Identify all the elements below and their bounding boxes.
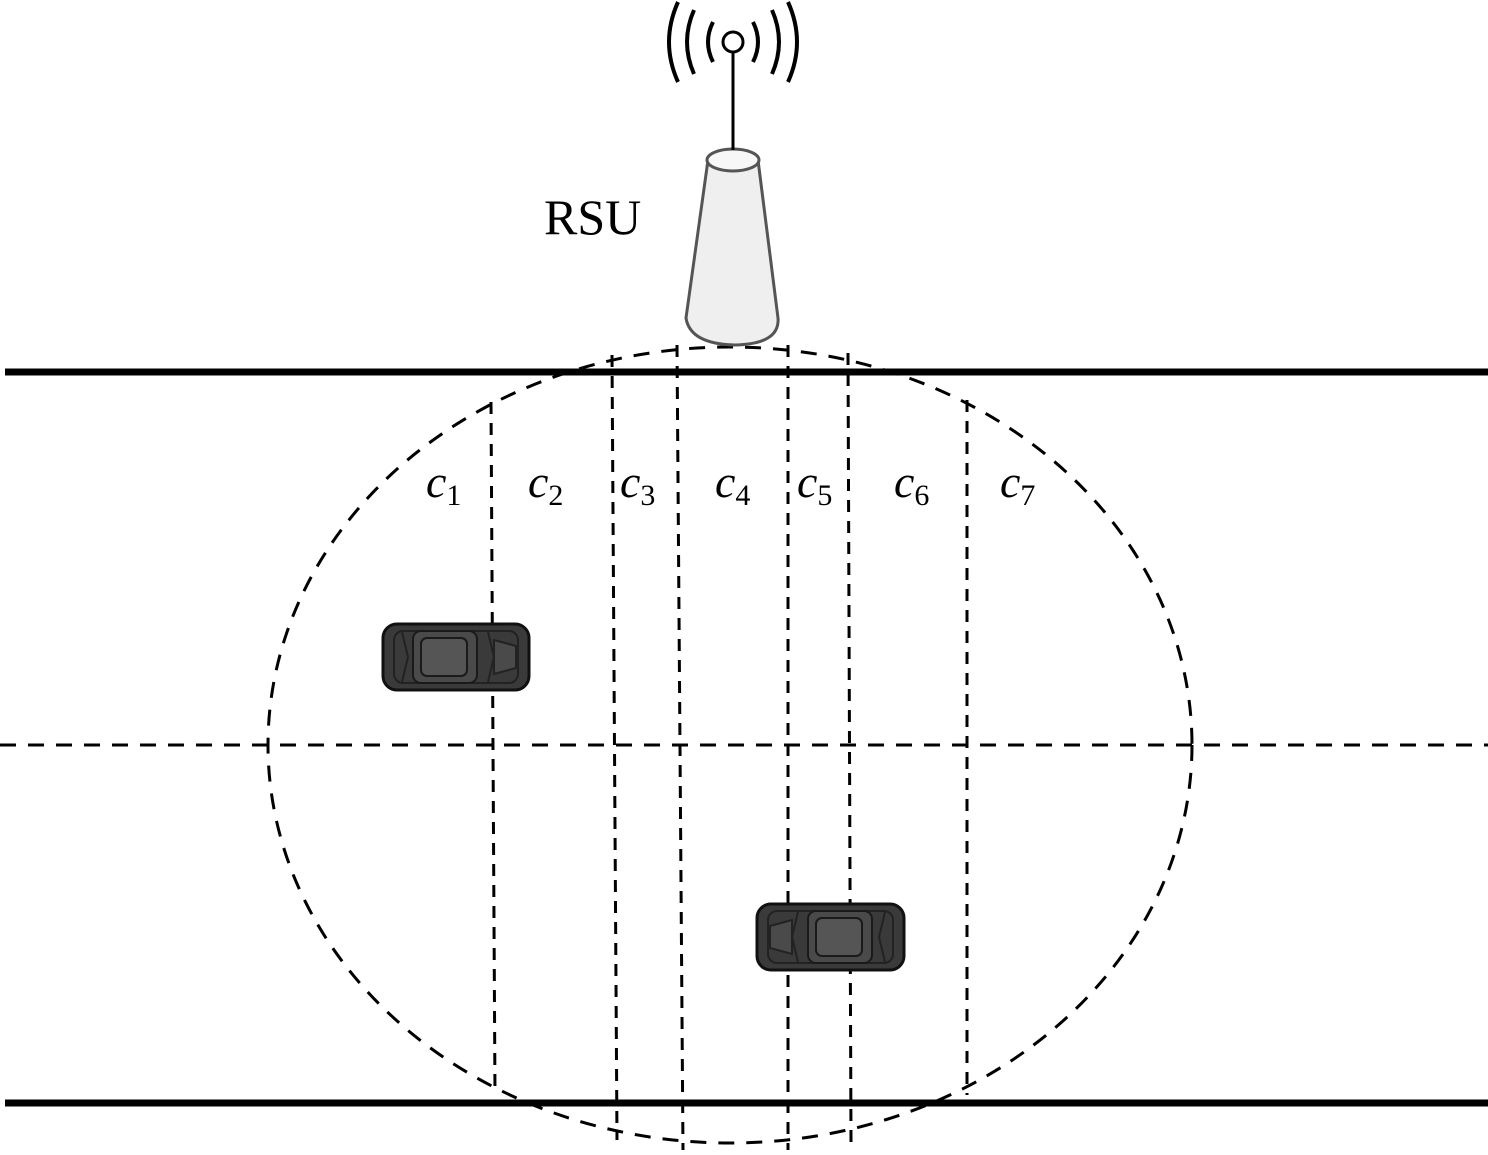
- rsu-tower-top: [705, 147, 761, 173]
- signal-waves-icon: [667, 1, 799, 83]
- car-icon: [381, 622, 531, 692]
- car-icon: [755, 902, 906, 972]
- cell-label-6: c6: [894, 456, 929, 512]
- cell-boundary-1: [489, 401, 497, 1096]
- cell-label-4: c4: [715, 456, 750, 512]
- cell-labels: c1 c2 c3 c4 c5 c6 c7: [426, 456, 1035, 512]
- rsu-antenna-tip: [721, 30, 745, 54]
- cell-label-2: c2: [528, 456, 563, 512]
- cell-boundary-3: [675, 344, 685, 1151]
- cell-boundary-5: [846, 352, 853, 1143]
- cell-label-5: c5: [797, 456, 832, 512]
- cell-boundaries: [489, 344, 969, 1151]
- rsu-tower-body: [684, 158, 780, 347]
- cell-label-1: c1: [426, 456, 461, 512]
- cell-boundary-2: [610, 354, 619, 1141]
- rsu-label: RSU: [544, 189, 641, 245]
- cell-label-3: c3: [620, 456, 655, 512]
- cell-label-7: c7: [1000, 456, 1035, 512]
- rsu-tower: [684, 30, 780, 347]
